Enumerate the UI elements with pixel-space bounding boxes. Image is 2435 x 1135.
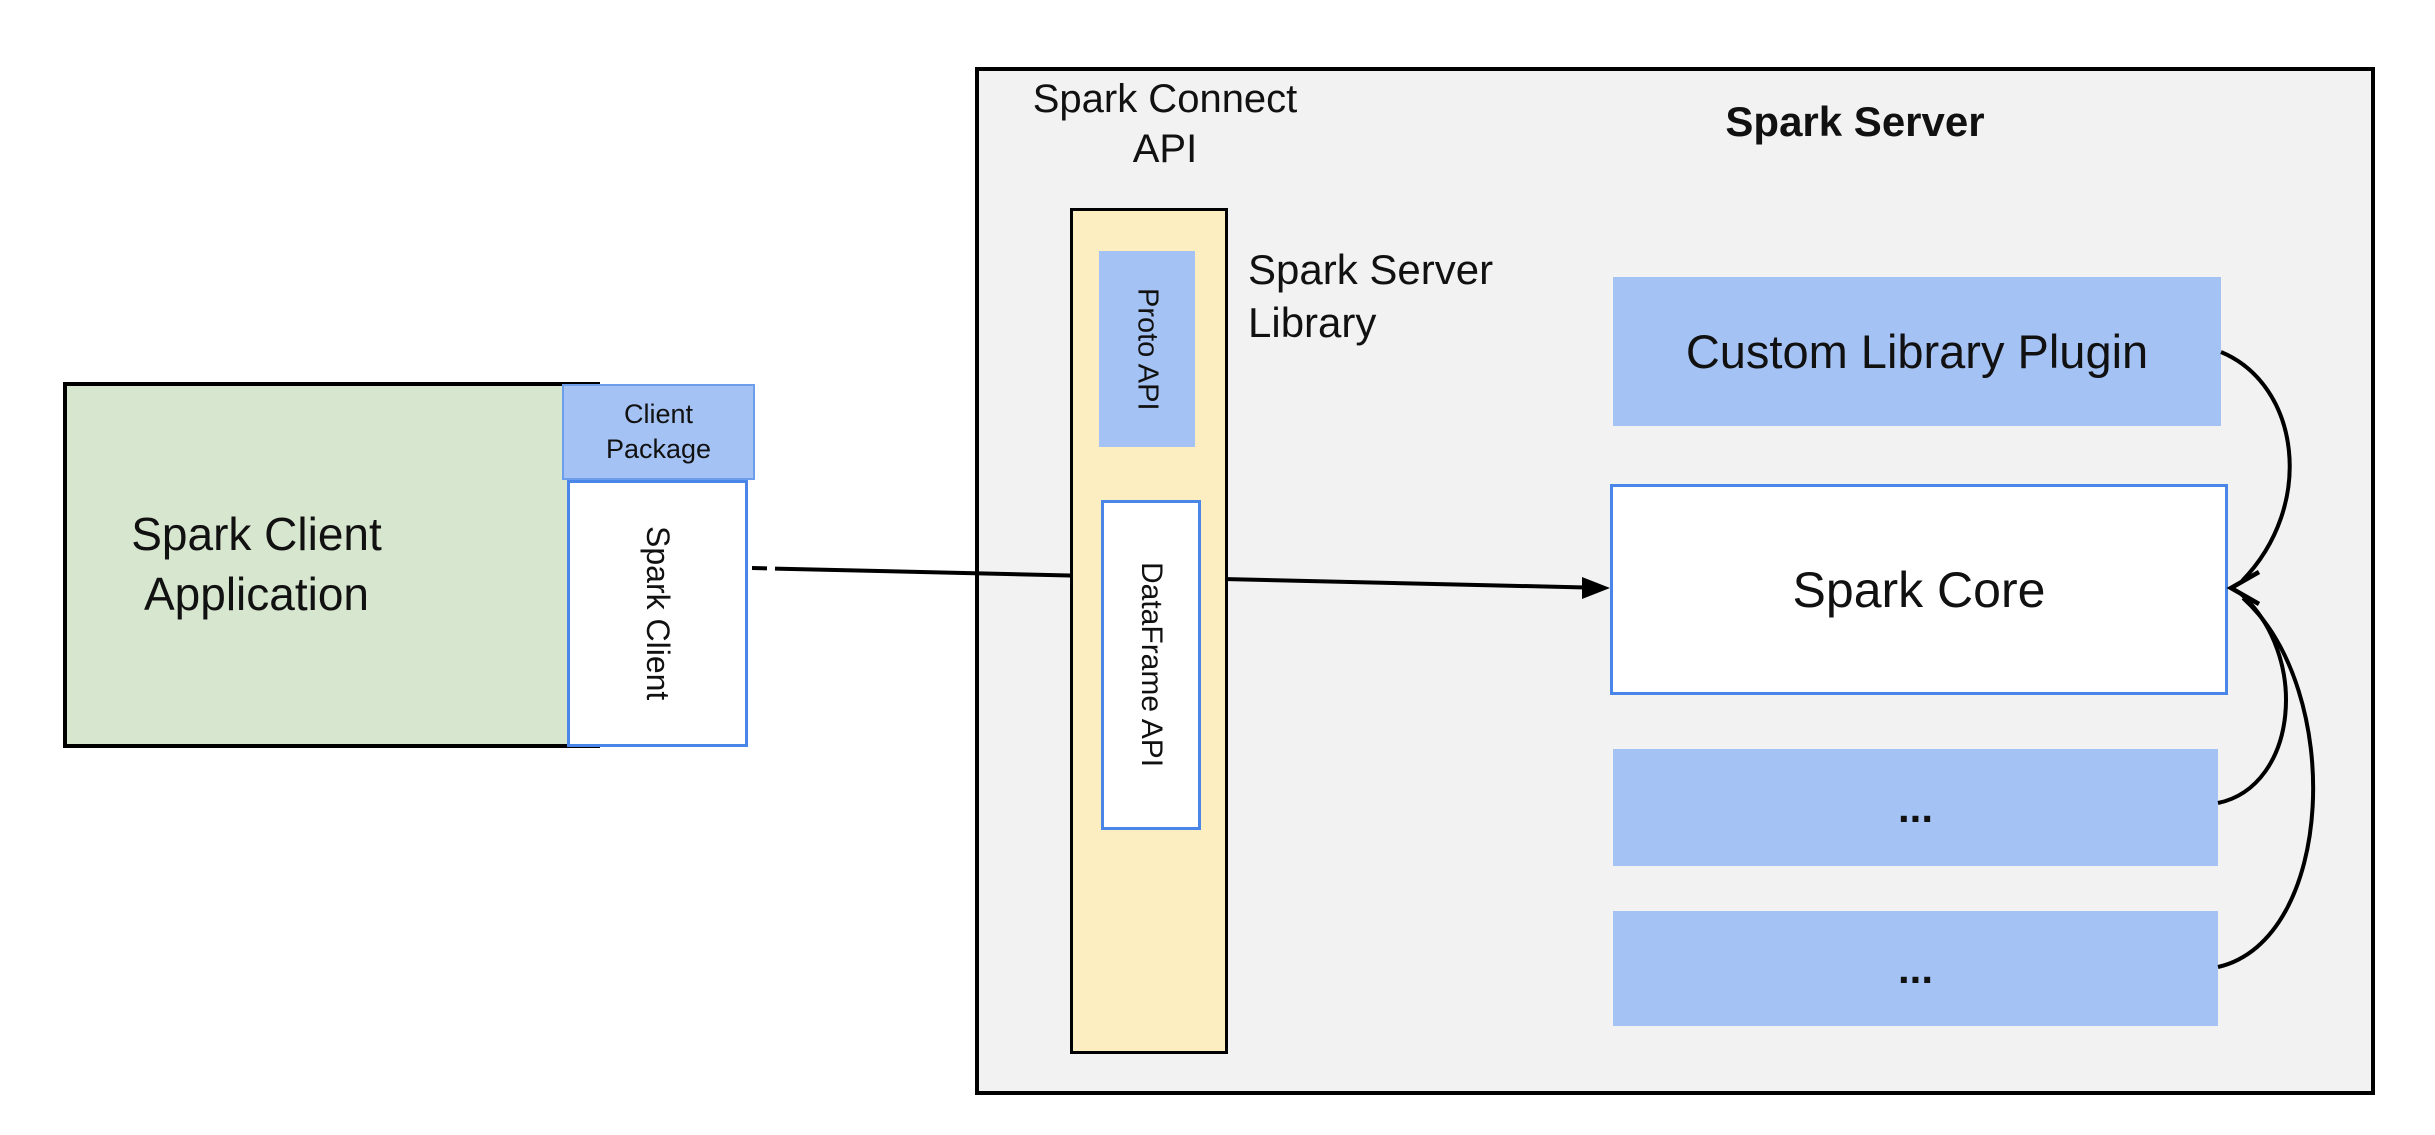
spark-connect-api-line1: Spark Connect [1032,77,1298,121]
spark-client-application-box: Spark Client Application [63,382,600,748]
dataframe-api-label: DataFrame API [1135,562,1168,768]
spark-client-label: Spark Client [640,526,676,701]
spark-client-application-line1: Spark Client [131,508,382,561]
spark-client-box: Spark Client [567,480,748,747]
spark-server-library-line2: Library [1248,298,1377,346]
spark-core-box: Spark Core [1610,484,2228,695]
spark-connect-api-line2: API [1132,127,1198,171]
client-package-label: Client Package [606,397,711,467]
client-package-box: Client Package [562,384,755,480]
spark-connect-api-label: Spark Connect API [1005,74,1325,174]
plugin-slot-box-1: ... [1613,749,2218,866]
dataframe-api-box: DataFrame API [1101,500,1201,830]
spark-server-title: Spark Server [1725,98,1985,145]
plugin-slot-box-2: ... [1613,911,2218,1026]
spark-server-library-label: Spark Server Library [1248,244,1568,349]
client-package-line1: Client [623,398,693,429]
spark-client-application-line2: Application [143,568,370,620]
proto-api-label: Proto API [1131,287,1164,411]
custom-library-plugin-box: Custom Library Plugin [1613,277,2221,426]
spark-client-application-label: Spark Client Application [131,505,382,625]
proto-api-box: Proto API [1099,251,1195,447]
client-package-line2: Package [605,434,712,464]
spark-server-library-line1: Spark Server [1248,246,1494,293]
